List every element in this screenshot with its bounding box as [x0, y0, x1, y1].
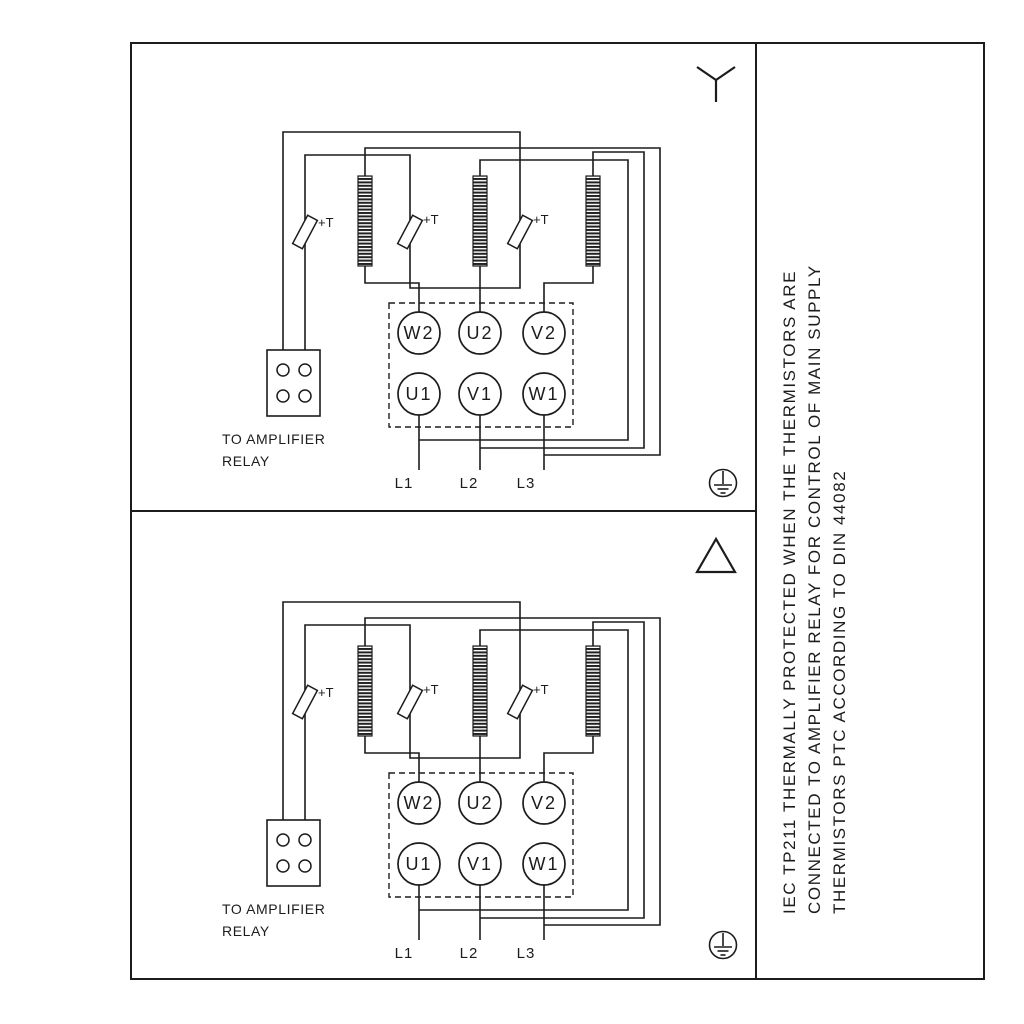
terminal-stud-label: V1 — [467, 384, 493, 404]
thermistor-label: +T — [533, 682, 549, 697]
terminal-stud-label: V2 — [531, 793, 557, 813]
terminal-box-outline — [388, 302, 574, 428]
side-note-line: THERMISTORS PTC ACCORDING TO DIN 44082 — [830, 469, 849, 914]
relay-caption-line1: TO AMPLIFIER — [222, 901, 325, 917]
terminal-stud-w1 — [522, 372, 566, 416]
supply-label-l1: L1 — [395, 945, 414, 962]
terminal-stud-label: W2 — [404, 323, 435, 343]
thermistor-icon — [291, 214, 319, 250]
side-note-text: IEC TP211 THERMALLY PROTECTED WHEN THE T… — [777, 134, 852, 914]
relay-connector — [266, 819, 321, 887]
winding-coil-icon — [585, 645, 601, 737]
relay-caption-line1: TO AMPLIFIER — [222, 431, 325, 447]
panel-divider — [130, 510, 757, 512]
relay-terminal — [298, 389, 312, 403]
relay-connector — [266, 349, 321, 417]
wire — [364, 736, 420, 782]
star-connection-diagram: +T +T +T W2 U2 V2 U1 V1 W1 TO AMPLIFIER … — [222, 66, 738, 498]
winding-coil-icon — [472, 175, 488, 267]
terminal-stud-v1 — [458, 842, 502, 886]
terminal-stud-u2 — [458, 781, 502, 825]
supply-label-l2: L2 — [460, 475, 479, 492]
terminal-stud-u1 — [397, 842, 441, 886]
ground-icon — [708, 930, 738, 960]
thermistor-label: +T — [318, 685, 334, 700]
wire — [543, 736, 594, 782]
winding-coil-icon — [357, 645, 373, 737]
thermistor-label: +T — [533, 212, 549, 227]
winding-coil-icon — [585, 175, 601, 267]
relay-terminal — [298, 859, 312, 873]
terminal-stud-label: U1 — [405, 384, 432, 404]
wire — [480, 621, 645, 919]
thermistor-icon — [396, 214, 424, 250]
thermistor-label: +T — [318, 215, 334, 230]
thermistor-label: +T — [423, 212, 439, 227]
wire — [543, 266, 594, 312]
star-icon — [696, 66, 736, 102]
terminal-stud-w2 — [397, 311, 441, 355]
relay-terminal — [276, 389, 290, 403]
relay-terminal — [276, 859, 290, 873]
wire — [364, 617, 661, 926]
thermistor-icon — [506, 684, 534, 720]
relay-terminal — [298, 363, 312, 377]
terminal-stud-label: U2 — [466, 323, 493, 343]
note-column-divider — [755, 42, 757, 980]
terminal-stud-u1 — [397, 372, 441, 416]
supply-label-l3: L3 — [517, 475, 536, 492]
side-note-line: IEC TP211 THERMALLY PROTECTED WHEN THE T… — [780, 269, 799, 914]
thermistor-icon — [506, 214, 534, 250]
delta-connection-diagram: +T +T +T W2 U2 V2 U1 V1 W1 TO AMPLIFIER … — [222, 536, 738, 962]
winding-coil-icon — [357, 175, 373, 267]
terminal-stud-label: U2 — [466, 793, 493, 813]
wire — [480, 151, 645, 449]
supply-label-l1: L1 — [395, 475, 414, 492]
terminal-stud-w2 — [397, 781, 441, 825]
terminal-stud-w1 — [522, 842, 566, 886]
terminal-stud-label: U1 — [405, 854, 432, 874]
thermistor-icon — [291, 684, 319, 720]
wire — [364, 266, 420, 312]
terminal-stud-label: W1 — [529, 854, 560, 874]
terminal-stud-label: W2 — [404, 793, 435, 813]
side-note-column: IEC TP211 THERMALLY PROTECTED WHEN THE T… — [757, 42, 983, 978]
wire — [419, 159, 629, 441]
side-note-line: CONNECTED TO AMPLIFIER RELAY FOR CONTROL… — [805, 264, 824, 914]
relay-terminal — [276, 833, 290, 847]
delta-icon — [695, 536, 737, 574]
supply-label-l2: L2 — [460, 945, 479, 962]
relay-caption-line2: RELAY — [222, 923, 270, 939]
wire — [364, 147, 661, 456]
supply-label-l3: L3 — [517, 945, 536, 962]
winding-coil-icon — [472, 645, 488, 737]
thermistor-label: +T — [423, 682, 439, 697]
relay-terminal — [298, 833, 312, 847]
terminal-stud-u2 — [458, 311, 502, 355]
wire — [419, 629, 629, 911]
wire-thermistor-loop — [282, 131, 521, 350]
relay-terminal — [276, 363, 290, 377]
terminal-box-outline — [388, 772, 574, 898]
terminal-stud-v1 — [458, 372, 502, 416]
terminal-stud-v2 — [522, 311, 566, 355]
terminal-stud-label: V1 — [467, 854, 493, 874]
terminal-stud-label: W1 — [529, 384, 560, 404]
terminal-stud-v2 — [522, 781, 566, 825]
ground-icon — [708, 468, 738, 498]
relay-caption-line2: RELAY — [222, 453, 270, 469]
wire-thermistor-loop — [282, 601, 521, 820]
terminal-stud-label: V2 — [531, 323, 557, 343]
thermistor-icon — [396, 684, 424, 720]
